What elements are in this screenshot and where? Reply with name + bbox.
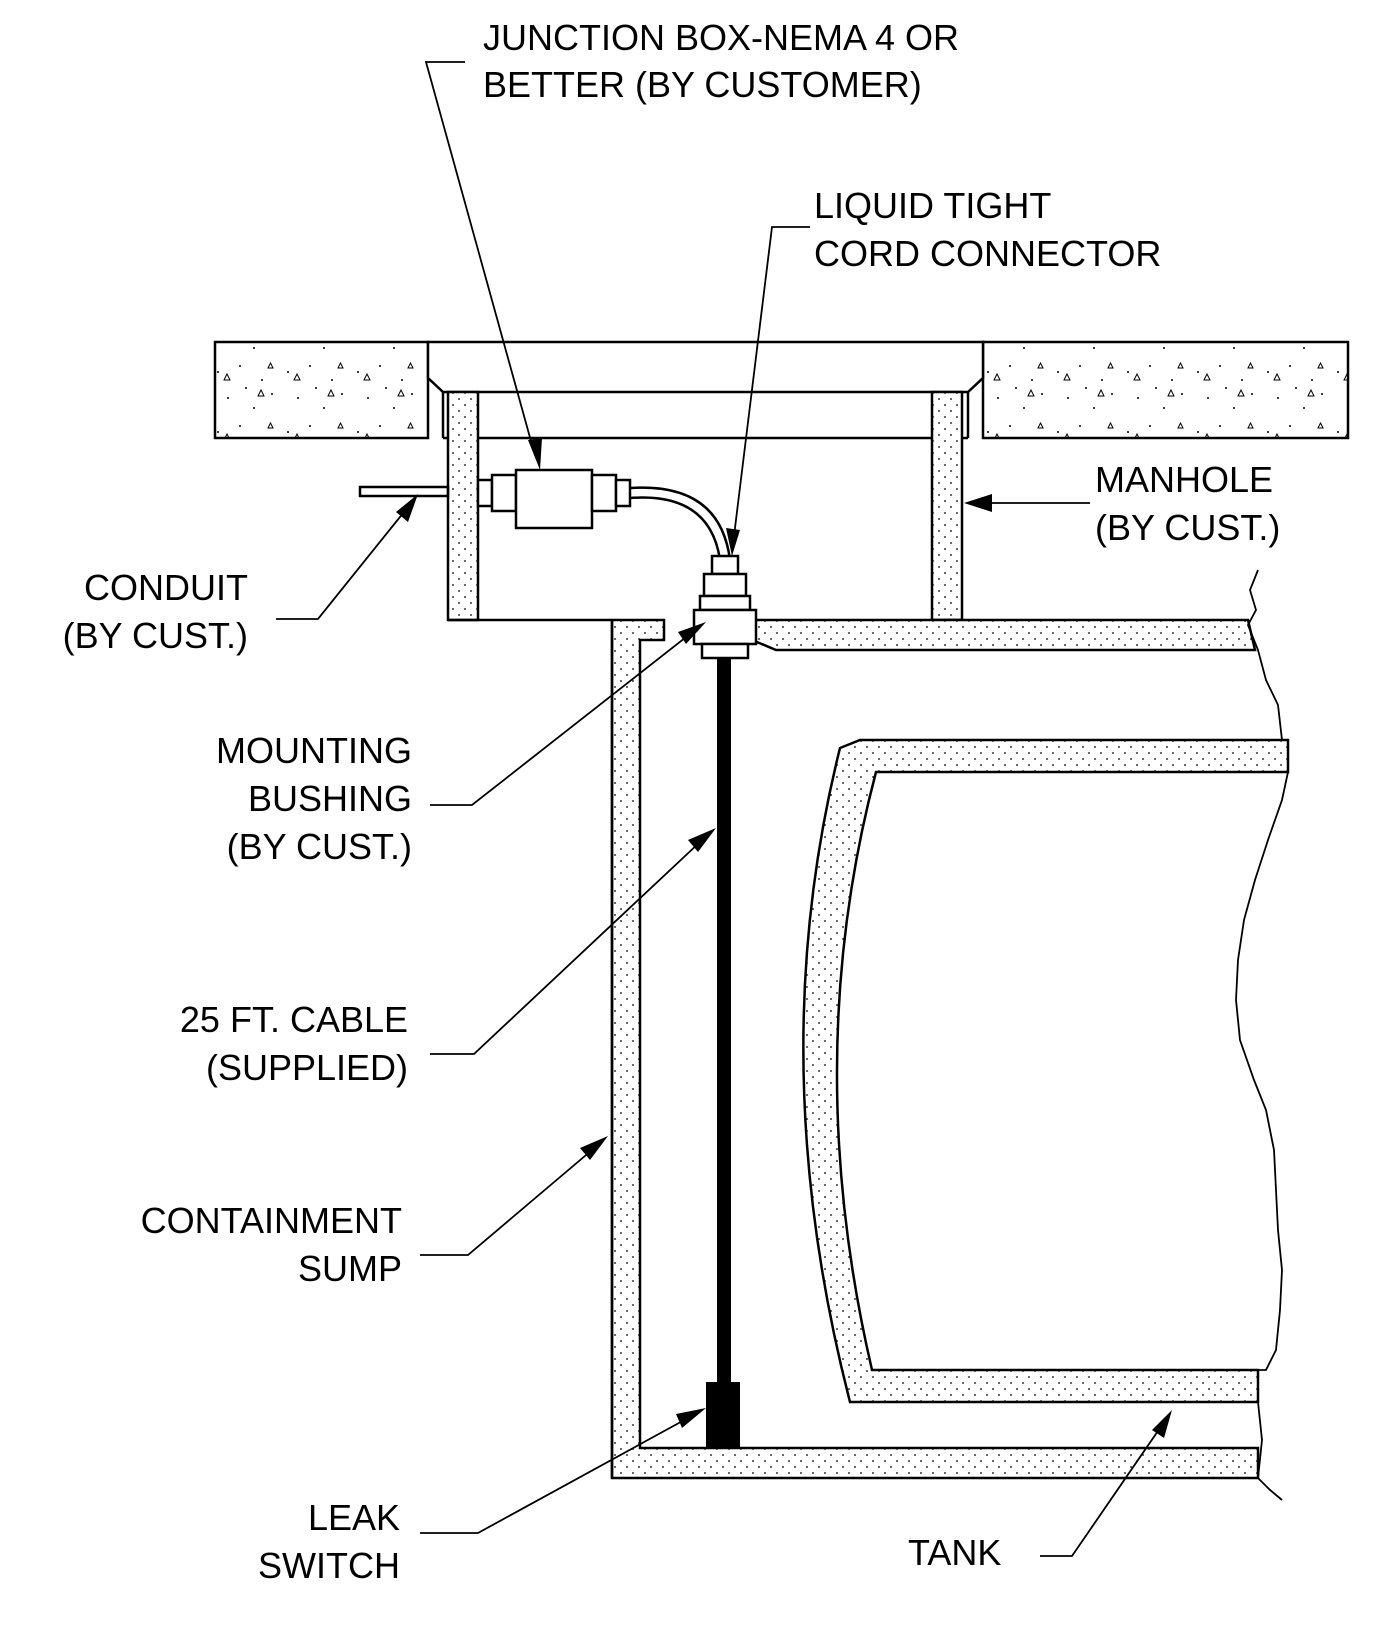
svg-text:(BY CUST.): (BY CUST.) [63, 615, 248, 656]
concrete-slab [213, 340, 1350, 440]
svg-text:BETTER (BY CUSTOMER): BETTER (BY CUSTOMER) [483, 64, 922, 105]
leak-switch [706, 1382, 740, 1448]
svg-text:(BY CUST.): (BY CUST.) [1095, 507, 1280, 548]
svg-text:CONDUIT: CONDUIT [84, 567, 248, 608]
label-junction-box: JUNCTION BOX-NEMA 4 OR BETTER (BY CUSTOM… [483, 17, 959, 105]
svg-text:TANK: TANK [908, 1532, 1001, 1573]
svg-text:BUSHING: BUSHING [248, 778, 412, 819]
cord-connector [710, 554, 740, 576]
cable [717, 658, 731, 1384]
label-conduit: CONDUIT (BY CUST.) [63, 567, 248, 656]
leader-lines [276, 61, 1172, 1557]
svg-text:(BY CUST.): (BY CUST.) [227, 826, 412, 867]
svg-text:CORD CONNECTOR: CORD CONNECTOR [814, 233, 1161, 274]
manhole-walls [446, 390, 964, 622]
svg-text:MANHOLE: MANHOLE [1095, 459, 1273, 500]
svg-text:LEAK: LEAK [308, 1497, 400, 1538]
mounting-bushing [698, 594, 752, 612]
cable-and-switch [706, 658, 740, 1448]
label-cord-connector: LIQUID TIGHT CORD CONNECTOR [814, 185, 1161, 274]
svg-text:LIQUID TIGHT: LIQUID TIGHT [814, 185, 1051, 226]
label-leak-switch: LEAK SWITCH [258, 1497, 400, 1586]
svg-text:SWITCH: SWITCH [258, 1545, 400, 1586]
junction-box-assembly [358, 468, 758, 660]
svg-text:(SUPPLIED): (SUPPLIED) [206, 1047, 408, 1088]
label-manhole: MANHOLE (BY CUST.) [1095, 459, 1280, 548]
junction-box [514, 468, 594, 530]
label-cable: 25 FT. CABLE (SUPPLIED) [180, 999, 408, 1088]
tank [802, 569, 1290, 1501]
svg-text:MOUNTING: MOUNTING [216, 730, 412, 771]
svg-text:SUMP: SUMP [298, 1248, 402, 1289]
containment-sump [610, 618, 1260, 1480]
label-containment-sump: CONTAINMENT SUMP [141, 1200, 402, 1289]
label-mounting-bushing: MOUNTING BUSHING (BY CUST.) [216, 730, 412, 867]
svg-text:25 FT. CABLE: 25 FT. CABLE [180, 999, 408, 1040]
svg-text:JUNCTION BOX-NEMA 4 OR: JUNCTION BOX-NEMA 4 OR [483, 17, 959, 58]
label-tank: TANK [908, 1532, 1001, 1573]
svg-text:CONTAINMENT: CONTAINMENT [141, 1200, 402, 1241]
